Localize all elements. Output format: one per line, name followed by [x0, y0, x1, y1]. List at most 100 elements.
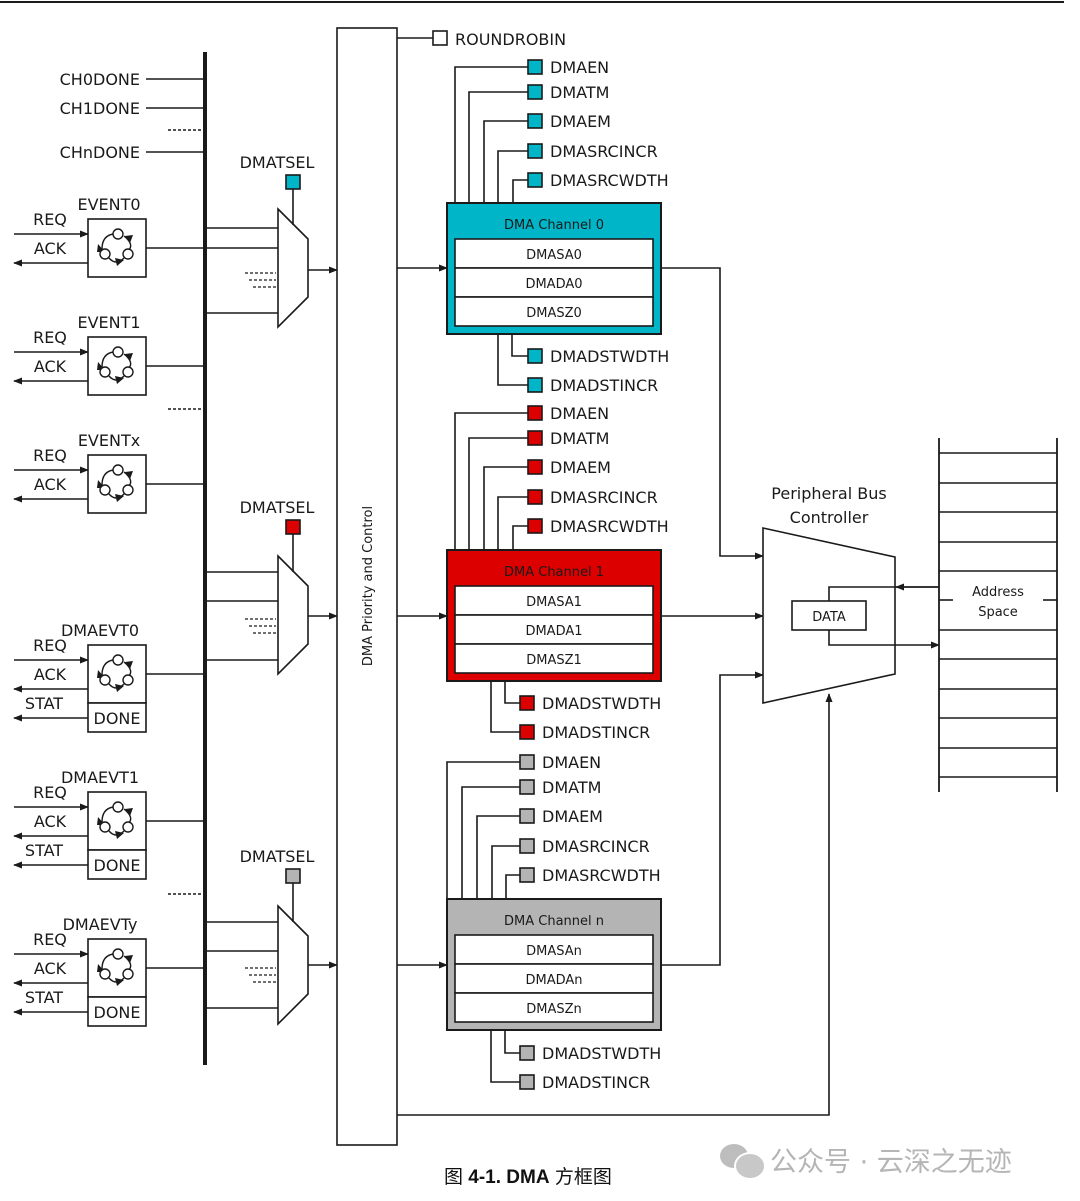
req-label: REQ	[33, 328, 67, 347]
ack-label: ACK	[34, 475, 67, 494]
dma-channel-title: DMA Channel 1	[504, 565, 604, 580]
control-bit-label: DMADSTWDTH	[550, 347, 669, 366]
stat-label: STAT	[25, 841, 63, 860]
multiplexer	[277, 554, 309, 676]
address-space-label: Space	[978, 605, 1018, 620]
register-label: DMASZ0	[526, 306, 582, 321]
control-bit-wire	[483, 466, 528, 550]
register-label: DMADA0	[525, 277, 582, 292]
register-label: DMADA1	[525, 624, 582, 639]
register-row	[454, 267, 654, 298]
state-machine-icon	[97, 948, 134, 986]
channel0-output-wire	[661, 267, 764, 560]
wechat-icon	[720, 1142, 766, 1180]
watermark: 公众号 · 云深之无迹	[720, 1140, 1012, 1180]
control-bit-wire	[504, 681, 520, 704]
control-bit	[519, 1074, 535, 1090]
control-bit-wire	[446, 761, 520, 899]
control-bit-wire	[476, 815, 520, 899]
stat-label: STAT	[25, 988, 63, 1007]
ack-label: ACK	[34, 812, 67, 831]
figure-caption: 图 4-1. DMA 方框图	[444, 1167, 612, 1188]
dmatsel-bit	[285, 174, 301, 190]
done-signal-label: CH0DONE	[60, 70, 140, 89]
control-bit	[519, 808, 535, 824]
control-bit	[527, 84, 543, 100]
control-bit-label: DMAEM	[550, 112, 611, 131]
control-bit-label: DMASRCWDTH	[542, 866, 661, 885]
register-row	[454, 643, 654, 674]
register-row	[454, 585, 654, 616]
req-label: REQ	[33, 783, 67, 802]
event-name-label: DMAEVT0	[61, 621, 139, 640]
done-label: DONE	[94, 856, 141, 875]
register-row	[454, 934, 654, 965]
roundrobin-bit	[432, 30, 448, 46]
address-space-label: Address	[972, 585, 1024, 600]
control-bit-wire	[454, 412, 528, 550]
control-bit	[527, 405, 543, 421]
control-bit-wire	[512, 525, 528, 550]
control-bit-wire	[497, 496, 528, 550]
state-machine-icon	[97, 801, 134, 839]
state-machine-icon	[97, 654, 134, 692]
control-bit	[519, 695, 535, 711]
register-row	[454, 963, 654, 994]
req-label: REQ	[33, 930, 67, 949]
control-bit	[527, 518, 543, 534]
register-label: DMASAn	[526, 944, 582, 959]
control-bit-label: DMAEN	[550, 404, 609, 423]
done-label: DONE	[94, 709, 141, 728]
address-write-wire	[828, 630, 940, 649]
control-bit	[527, 459, 543, 475]
channeln-output-wire	[661, 671, 764, 966]
bus-controller-title: Peripheral Bus	[771, 484, 886, 503]
control-bit	[527, 348, 543, 364]
control-bit	[527, 489, 543, 505]
control-bit	[519, 867, 535, 883]
control-bit-wire	[505, 874, 520, 899]
control-bit-label: DMAEM	[550, 458, 611, 477]
done-block	[87, 702, 147, 733]
done-signal-label: CHnDONE	[60, 143, 140, 162]
event-block	[87, 938, 147, 998]
control-bit-wire	[468, 437, 528, 550]
register-row	[454, 992, 654, 1023]
control-bit-wire	[454, 66, 528, 203]
event-block	[87, 454, 147, 514]
event-block	[87, 791, 147, 851]
roundrobin-label: ROUNDROBIN	[455, 30, 566, 49]
bus-controller-title: Controller	[790, 508, 869, 527]
control-bit-label: DMADSTWDTH	[542, 1044, 661, 1063]
control-bit-label: DMATM	[550, 83, 609, 102]
req-label: REQ	[33, 446, 67, 465]
control-bit-wire	[490, 681, 520, 733]
ack-label: ACK	[34, 959, 67, 978]
control-bit-label: DMADSTINCR	[542, 723, 650, 742]
ack-label: ACK	[34, 665, 67, 684]
event-block	[87, 644, 147, 704]
control-bit-wire	[497, 150, 528, 203]
control-bit-label: DMASRCWDTH	[550, 171, 669, 190]
ack-label: ACK	[34, 357, 67, 376]
control-bit	[527, 59, 543, 75]
state-machine-icon	[97, 464, 134, 502]
register-label: DMASZn	[526, 1002, 582, 1017]
multiplexer	[277, 904, 309, 1026]
dmatsel-label: DMATSEL	[240, 498, 315, 517]
control-bit-label: DMASRCWDTH	[550, 517, 669, 536]
control-bit-label: DMASRCINCR	[550, 142, 658, 161]
event-block	[87, 336, 147, 396]
state-machine-icon	[97, 228, 134, 266]
dmatsel-bit	[285, 519, 301, 535]
control-bit	[519, 754, 535, 770]
control-bit-wire	[511, 334, 528, 357]
control-bit-wire	[504, 1030, 520, 1054]
control-bit	[519, 1045, 535, 1061]
ack-label: ACK	[34, 239, 67, 258]
event-name-label: EVENT1	[77, 313, 140, 332]
done-label: DONE	[94, 1003, 141, 1022]
dma-channel-title: DMA Channel 0	[504, 218, 604, 233]
register-row	[454, 296, 654, 327]
